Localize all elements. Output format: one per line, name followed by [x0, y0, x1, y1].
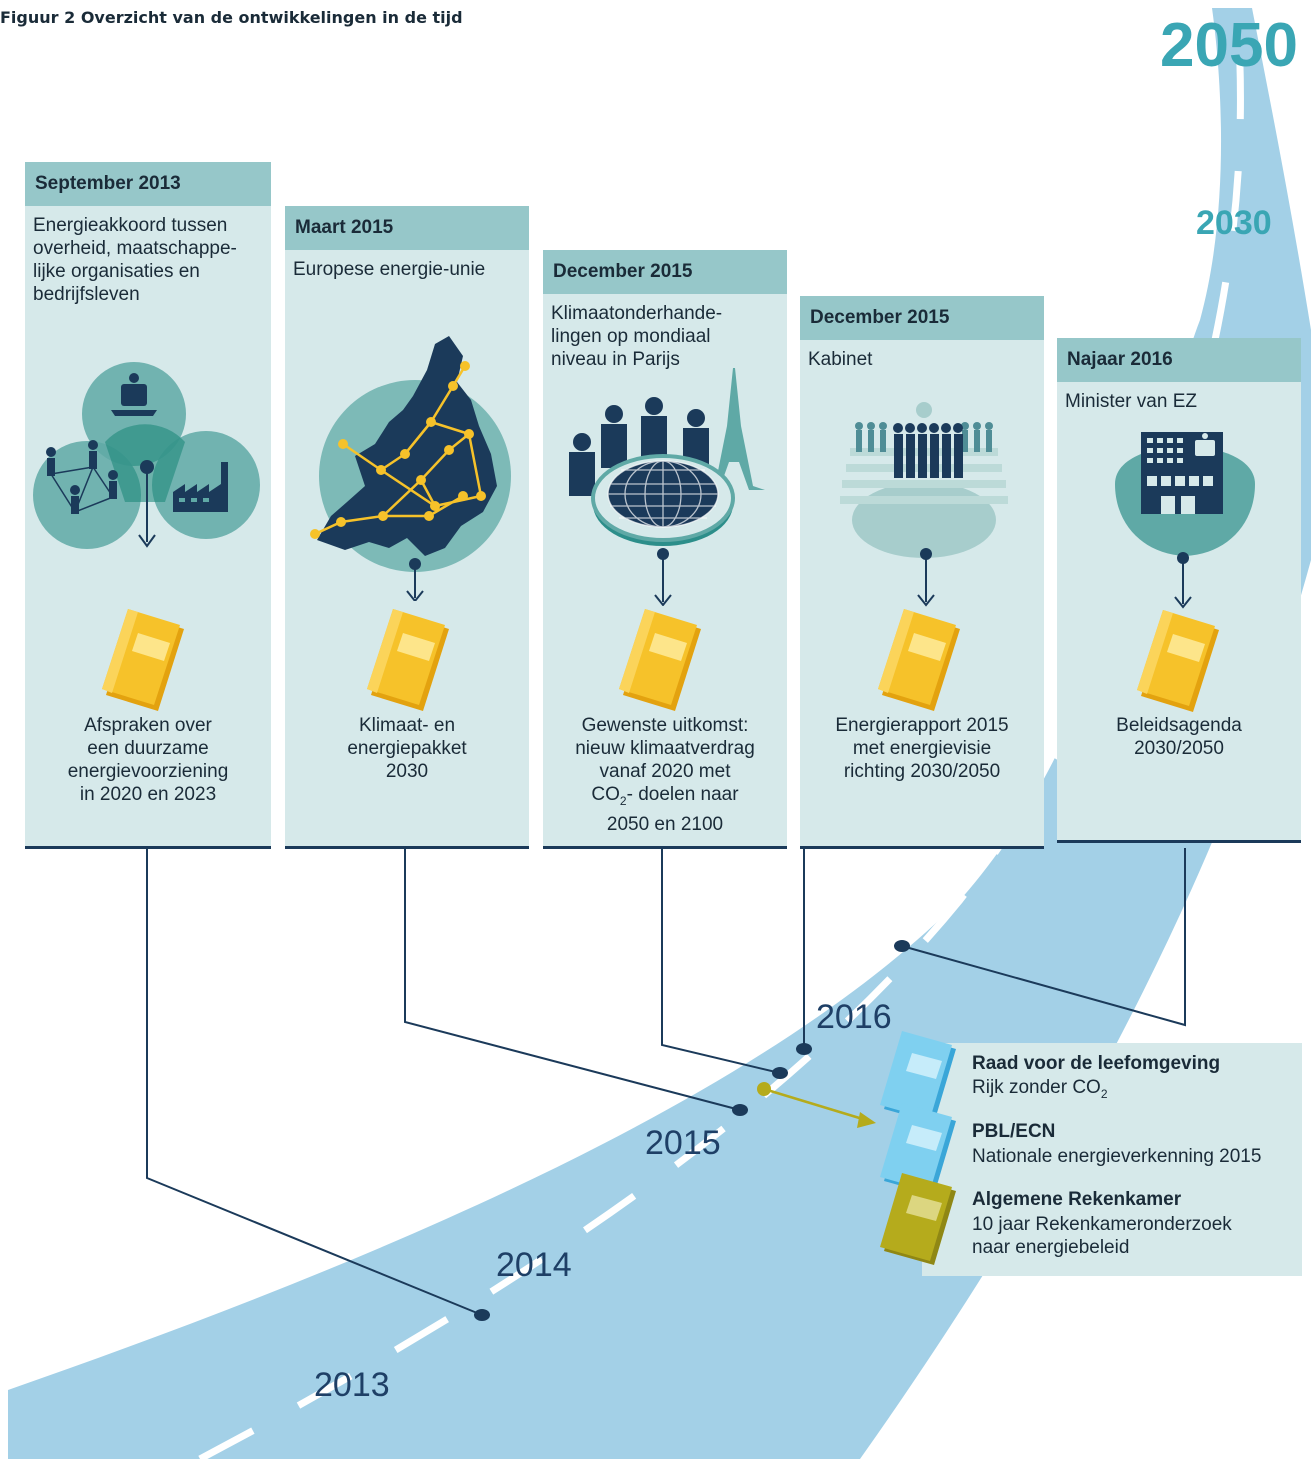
reports-arrowhead	[857, 1112, 876, 1128]
marker-2015-dec-paris	[772, 1067, 788, 1079]
year-2014: 2014	[496, 1246, 572, 1284]
europe-network-map-icon	[310, 336, 511, 601]
cabinet-group-icon	[840, 402, 1008, 607]
year-2013: 2013	[314, 1366, 390, 1404]
report-title: Rijk zonder CO2	[972, 1077, 1108, 1101]
ministry-building-icon	[1115, 432, 1255, 609]
connector-2013	[146, 848, 483, 1316]
panel-actor: Klimaatonderhande- lingen op mondiaal ni…	[551, 303, 723, 370]
panel-outcome: Energierapport 2015 met energievisie ric…	[835, 715, 1009, 782]
panel-date: September 2013	[25, 162, 271, 206]
reports-box: Raad voor de leefomgeving Rijk zonder CO…	[880, 1031, 1302, 1276]
connector-2016	[901, 848, 1186, 1027]
document-icon	[1137, 610, 1219, 712]
panel-date: Najaar 2016	[1057, 338, 1301, 382]
panel-actor: Europese energie-unie	[293, 259, 486, 280]
year-2016: 2016	[816, 998, 892, 1036]
timeline-markers	[474, 940, 910, 1321]
panel-date: Maart 2015	[285, 206, 529, 250]
year-2015: 2015	[645, 1124, 721, 1162]
marker-2013	[474, 1309, 490, 1321]
report-title: Nationale energieverkenning 2015	[972, 1146, 1262, 1167]
panel-outcome: Beleidsagenda 2030/2050	[1116, 715, 1242, 759]
document-icon	[619, 609, 701, 711]
panel-outcome: Gewenste uitkomst: nieuw klimaatverdrag …	[575, 715, 755, 835]
connector-2015-march	[404, 848, 741, 1111]
document-icon	[878, 609, 960, 711]
figure-title: Figuur 2 Overzicht van de ontwikkelingen…	[0, 8, 463, 27]
horizon-2050: 2050	[1160, 11, 1298, 80]
panel-date: December 2015	[543, 250, 787, 294]
olive-report-book-icon	[880, 1173, 956, 1265]
reports-origin-dot	[757, 1082, 771, 1096]
blue-report-book-icon	[880, 1031, 956, 1123]
document-icon	[367, 609, 449, 711]
marker-2015-march	[732, 1104, 748, 1116]
paris-globe-table-icon	[569, 368, 765, 606]
connector-2015-dec-paris	[661, 848, 781, 1074]
panel-outcome: Afspraken over een duurzame energievoorz…	[67, 715, 229, 805]
horizon-2030: 2030	[1196, 204, 1272, 242]
report-org: Raad voor de leefomgeving	[972, 1053, 1221, 1074]
panel-energie-unie: Maart 2015 Europese energie-unie	[285, 206, 529, 849]
panel-energieakkoord: September 2013 Energieakkoord tussen ove…	[25, 162, 271, 849]
energy-agreement-venn-icon	[33, 362, 260, 549]
report-org: PBL/ECN	[972, 1121, 1056, 1142]
panel-parijs: December 2015 Klimaatonderhande- lingen …	[543, 250, 787, 849]
report-title: 10 jaar Rekenkameronderzoek naar energie…	[972, 1214, 1232, 1258]
document-icon	[102, 609, 184, 711]
panel-minister-ez: Najaar 2016 Minister van EZ Beleidsagend…	[1057, 338, 1301, 843]
panel-actor: Energieakkoord tussen overheid, maatscha…	[33, 215, 237, 305]
panel-actor: Minister van EZ	[1065, 391, 1197, 412]
report-org: Algemene Rekenkamer	[972, 1189, 1182, 1210]
marker-2015-dec-cabinet	[796, 1043, 812, 1055]
panel-outcome: Klimaat- en energiepakket 2030	[347, 715, 467, 782]
panel-date: December 2015	[800, 296, 1044, 340]
timeline-connectors	[146, 848, 1186, 1316]
reports-arrow-line	[763, 1087, 867, 1122]
panel-actor: Kabinet	[808, 349, 873, 370]
marker-2016	[894, 940, 910, 952]
panel-kabinet: December 2015 Kabinet	[800, 296, 1044, 849]
